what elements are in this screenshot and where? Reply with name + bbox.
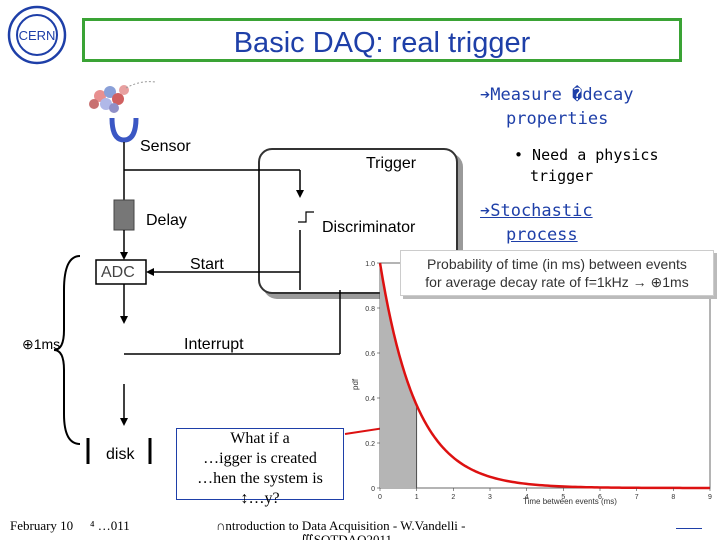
sensor-label: Sensor — [140, 138, 191, 155]
x-tick-label: 2 — [451, 494, 455, 501]
particle-cluster-icon — [89, 81, 157, 113]
trigger-label: Trigger — [366, 155, 417, 172]
probability-note: Probability of time (in ms) between even… — [400, 250, 714, 296]
x-tick-label: 6 — [598, 494, 602, 501]
bullet-stochastic-cont[interactable]: process — [506, 225, 578, 245]
probability-note-line1: Probability of time (in ms) between even… — [427, 256, 687, 272]
title-frame: Basic DAQ: real trigger — [82, 18, 682, 62]
subbullet-physics-cont: trigger — [530, 167, 594, 185]
bullet-measure: ➔Measure �decay — [480, 85, 634, 105]
footer-date: February 10 — [10, 518, 74, 533]
interrupt-label: Interrupt — [184, 336, 244, 353]
slide-title: Basic DAQ: real trigger — [233, 27, 531, 59]
y-tick-label: 1.0 — [365, 261, 375, 268]
x-tick-label: 7 — [635, 494, 639, 501]
plot-frame — [379, 262, 711, 489]
adc-label: ADC — [101, 264, 135, 281]
y-axis-label: pdf — [351, 378, 360, 390]
x-tick-label: 8 — [671, 494, 675, 501]
x-axis-label: Time between events (ms) — [523, 497, 617, 506]
x-tick-label: 4 — [525, 494, 529, 501]
pdf-curve — [378, 262, 711, 490]
y-tick-label: 0.6 — [365, 351, 375, 358]
y-tick-label: 0.4 — [365, 396, 375, 403]
y-tick-label: 0 — [371, 486, 375, 493]
callout-line1: What if a — [230, 430, 290, 447]
callout-line3: …hen the system is — [197, 470, 323, 487]
start-label: Start — [190, 256, 224, 273]
x-tick-label: 3 — [488, 494, 492, 501]
bullet-stochastic[interactable]: ➔Stochastic — [480, 201, 593, 221]
svg-text:CERN: CERN — [19, 28, 56, 43]
probability-note-line2: for average decay rate of f=1kHz → ⊕1ms — [425, 274, 689, 290]
cern-logo-icon: CERN — [7, 5, 67, 65]
x-tick-label: 9 — [708, 494, 712, 501]
x-tick-label: 5 — [561, 494, 565, 501]
callout-line2: …igger is created — [203, 450, 317, 467]
footer-title: ∩ntroduction to Data Acquisition - W.Van… — [216, 518, 466, 533]
pdf-chart: pdf Time between events (ms) 0 1 2 3 4 5 6 7 8 9 0… — [351, 261, 712, 506]
y-tick-label: 0.8 — [365, 306, 375, 313]
page-number-line — [676, 528, 702, 529]
bullet-measure-cont: properties — [506, 109, 609, 129]
shaded-area — [380, 263, 417, 488]
x-tick-label: 1 — [415, 494, 419, 501]
footer-year: ⁴ …011 — [90, 518, 130, 533]
question-callout: What if a …igger is created …hen the sys… — [176, 428, 344, 507]
callout-line4: ↕…y? — [240, 490, 280, 507]
footer-title-cont: ∭SOTDAQ2011 — [300, 532, 392, 540]
subbullet-physics: • Need a physics — [514, 146, 659, 164]
x-tick-label: 0 — [378, 494, 382, 501]
delay-label: Delay — [146, 212, 187, 229]
y-tick-label: 0.2 — [365, 441, 375, 448]
disk-label: disk — [106, 446, 135, 463]
discriminator-label: Discriminator — [322, 219, 416, 236]
time-note: ⊕1ms — [22, 336, 61, 352]
